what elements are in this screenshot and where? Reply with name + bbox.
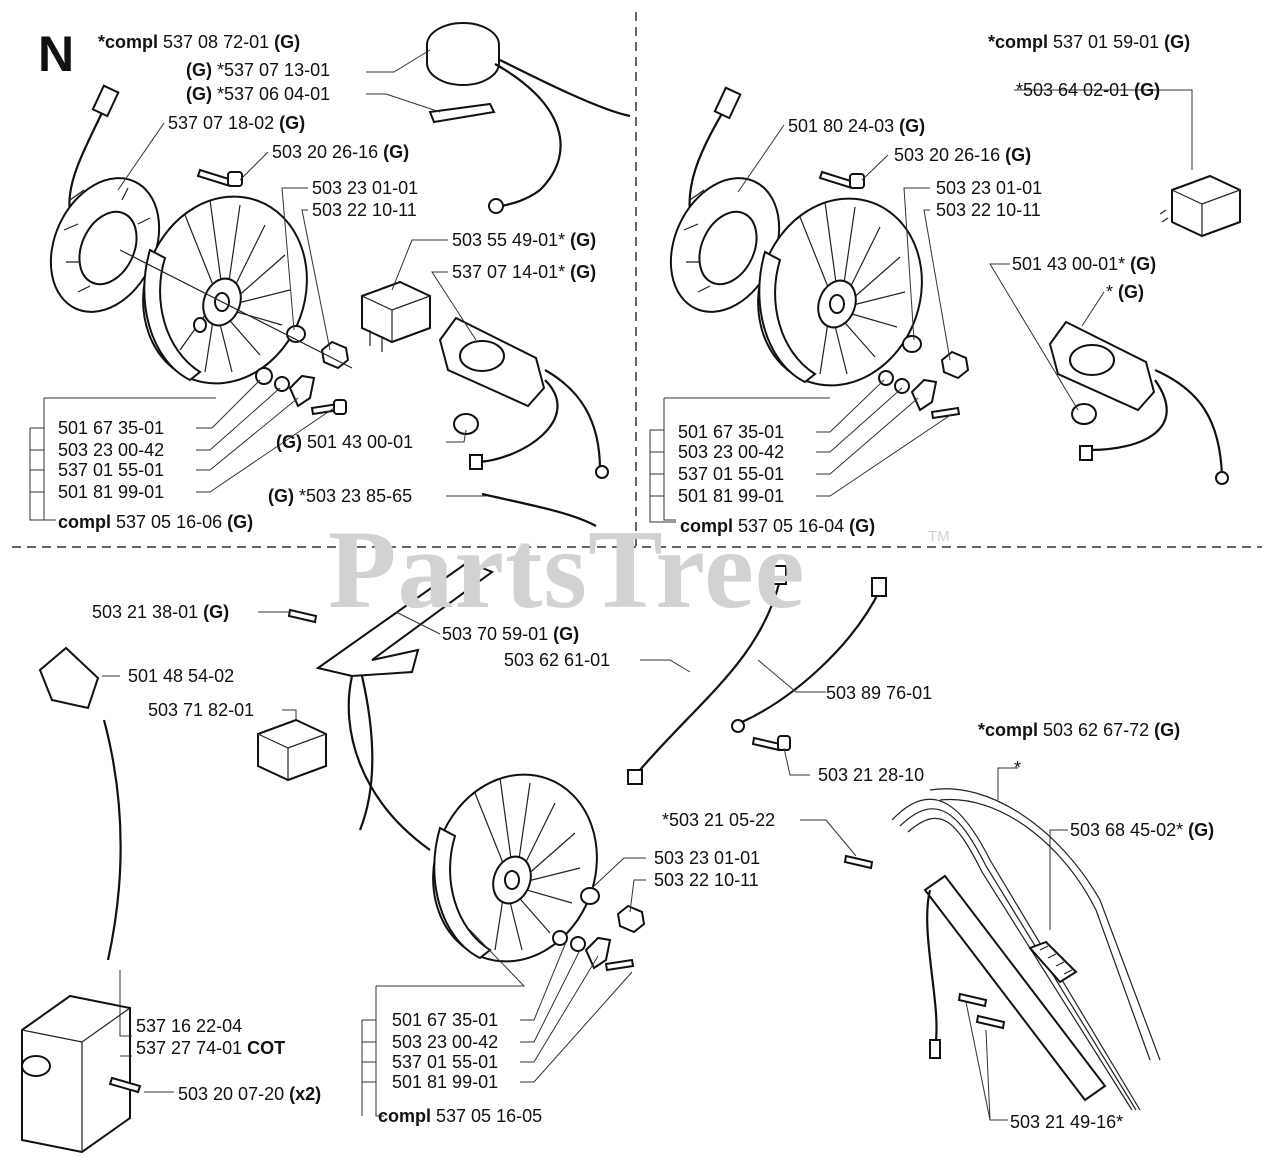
sensor-tl [426, 22, 631, 214]
flywheel-hardware-bottom [552, 887, 646, 972]
label-b-8: 503 21 28-10 [818, 765, 925, 785]
label-tl-2: (G) *537 06 04-01 [186, 84, 331, 104]
label-tl-6: 503 22 10-11 [312, 200, 417, 220]
label-b-12: 503 23 01-01 [654, 848, 761, 868]
flywheel-hardware-tr [818, 170, 970, 420]
label-tl-13: (G) 501 43 00-01 [276, 432, 414, 452]
label-b-18: compl 537 05 16-05 [378, 1106, 543, 1126]
label-tl-1: (G) *537 07 13-01 [186, 60, 331, 80]
insulator-tr [1048, 320, 1229, 485]
label-tr-1: *503 64 02-01 (G) [1016, 80, 1161, 100]
label-b-15: 503 23 00-42 [392, 1032, 499, 1052]
label-tr-9: 503 23 00-42 [678, 442, 785, 462]
label-tr-7: * (G) [1106, 282, 1145, 302]
ignition-module-tr [669, 86, 781, 313]
label-tl-11: 537 01 55-01 [58, 460, 165, 480]
flywheel-tr [757, 197, 923, 387]
label-b-6: 503 71 82-01 [148, 700, 255, 720]
label-b-17: 501 81 99-01 [392, 1072, 499, 1092]
label-b-19: 537 16 22-04 [136, 1016, 243, 1036]
label-b-13: 503 22 10-11 [654, 870, 759, 890]
label-tl-7: 503 55 49-01* (G) [452, 230, 597, 250]
watermark-tm: TM [928, 528, 950, 545]
label-b-14: 501 67 35-01 [392, 1010, 499, 1030]
switch-tr [1159, 174, 1241, 238]
section-letter: N [38, 26, 75, 82]
label-b-10: *503 21 05-22 [662, 810, 776, 830]
label-tl-4: 503 20 26-16 (G) [272, 142, 410, 162]
label-tl-8: 537 07 14-01* (G) [452, 262, 597, 282]
label-b-9: * [1014, 758, 1022, 778]
flywheel-bottom [432, 773, 598, 963]
label-tl-15: compl 537 05 16-06 (G) [58, 512, 254, 532]
label-b-7: *compl 503 62 67-72 (G) [978, 720, 1181, 740]
ignition-module-tl [49, 84, 161, 313]
bracket-bottom [287, 560, 495, 851]
label-b-16: 537 01 55-01 [392, 1052, 499, 1072]
leader-lines [29, 49, 1193, 1121]
label-tr-4: 503 23 01-01 [936, 178, 1043, 198]
label-tr-5: 503 22 10-11 [936, 200, 1041, 220]
insulator-tl [438, 316, 609, 527]
label-b-2: 503 70 59-01 (G) [442, 624, 580, 644]
label-tr-6: 501 43 00-01* (G) [1012, 254, 1157, 274]
label-tl-10: 503 23 00-42 [58, 440, 165, 460]
label-b-3: 503 62 61-01 [504, 650, 611, 670]
label-b-5: 503 89 76-01 [826, 683, 933, 703]
label-b-21: 503 20 07-20 (x2) [178, 1084, 322, 1104]
label-tl-14: (G) *503 23 85-65 [268, 486, 413, 506]
switch-tl [361, 280, 431, 352]
label-tr-10: 537 01 55-01 [678, 464, 785, 484]
spark-cap [38, 646, 122, 961]
watermark: PartsTree [328, 508, 806, 632]
wire-harness-bottom [627, 565, 887, 785]
label-b-22: 503 21 49-16* [1010, 1112, 1124, 1132]
label-tr-3: 503 20 26-16 (G) [894, 145, 1032, 165]
handle-bar-bottom [843, 788, 1161, 1111]
label-tr-12: compl 537 05 16-04 (G) [680, 516, 876, 536]
flywheel-hardware-tl [119, 168, 353, 416]
ignition-coil-bottom [21, 994, 142, 1154]
label-tl-9: 501 67 35-01 [58, 418, 165, 438]
label-tl-compl: *compl 537 08 72-01 (G) [98, 32, 301, 52]
label-b-11: 503 68 45-02* (G) [1070, 820, 1215, 840]
label-tr-11: 501 81 99-01 [678, 486, 785, 506]
label-tr-compl: *compl 537 01 59-01 (G) [988, 32, 1191, 52]
label-b-1: 503 21 38-01 (G) [92, 602, 230, 622]
label-tr-2: 501 80 24-03 (G) [788, 116, 926, 136]
label-b-4: 501 48 54-02 [128, 666, 235, 686]
switch-bottom [257, 718, 327, 782]
label-tl-12: 501 81 99-01 [58, 482, 165, 502]
label-b-20: 537 27 74-01 COT [136, 1038, 286, 1058]
label-tr-8: 501 67 35-01 [678, 422, 785, 442]
label-tl-3: 537 07 18-02 (G) [168, 113, 306, 133]
flywheel-tl [142, 195, 308, 385]
label-tl-5: 503 23 01-01 [312, 178, 419, 198]
